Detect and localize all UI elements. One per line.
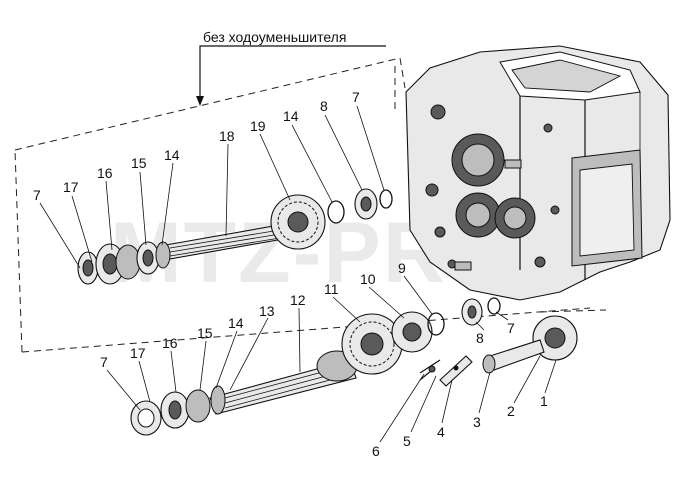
callout-lower-9: 10 (360, 271, 376, 287)
callout-upper-10: 7 (352, 89, 360, 105)
callout-upper-6: 18 (219, 128, 235, 144)
right-side-parts (419, 297, 578, 387)
callout-upper-9: 8 (320, 98, 328, 114)
callout-lower-4: 15 (197, 325, 213, 341)
callout-upper-4: 15 (131, 155, 147, 171)
callout-side-8: 1 (540, 393, 548, 409)
callout-upper-3: 16 (97, 165, 113, 181)
gearbox-housing (405, 45, 671, 301)
leader-lines (39, 105, 557, 443)
callout-lower-8: 11 (324, 281, 339, 297)
callout-lower-1: 7 (100, 354, 108, 370)
callout-lower-6: 13 (259, 303, 275, 319)
callout-lower-7: 12 (290, 292, 306, 308)
callout-lower-2: 17 (130, 345, 146, 361)
callout-side-6: 3 (473, 414, 481, 430)
lower-shaft-assembly (130, 311, 445, 436)
callout-side-4: 5 (403, 433, 411, 449)
callout-upper-7: 19 (250, 118, 266, 134)
callout-upper-8: 14 (283, 108, 299, 124)
caption-arrow (196, 45, 386, 106)
callout-side-7: 2 (507, 403, 515, 419)
callout-side-2: 7 (507, 320, 515, 336)
callout-side-3: 6 (372, 443, 380, 459)
callout-lower-10: 9 (398, 260, 406, 276)
callout-side-5: 4 (437, 424, 445, 440)
callout-upper-5: 14 (164, 147, 180, 163)
upper-shaft-assembly (77, 188, 393, 285)
caption-text: без ходоуменьшителя (203, 29, 346, 45)
callout-upper-1: 7 (33, 187, 41, 203)
callout-upper-2: 17 (63, 179, 79, 195)
callout-lower-5: 14 (228, 315, 244, 331)
dashed-outline (14, 57, 607, 353)
callout-side-1: 8 (476, 330, 484, 346)
callout-lower-3: 16 (162, 335, 178, 351)
